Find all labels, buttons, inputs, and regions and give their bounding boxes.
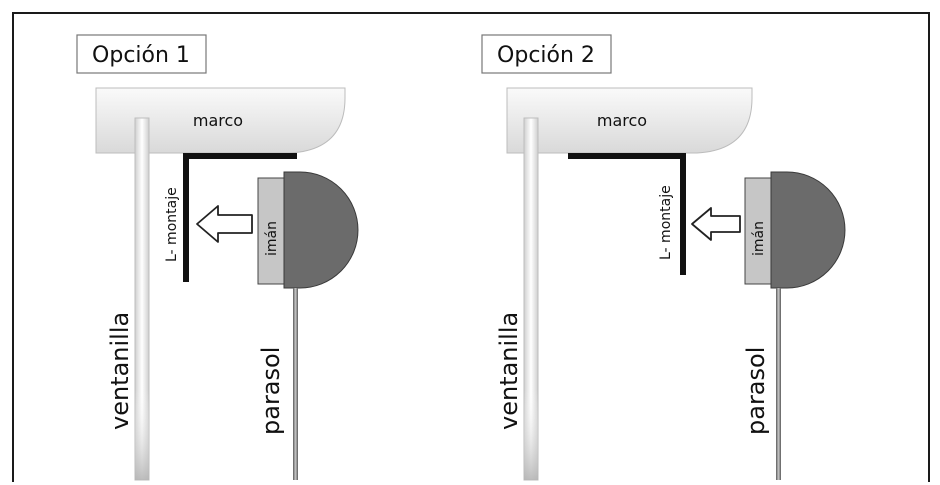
option-1-shade-cord <box>293 288 298 480</box>
option-1-panel: Opción 1 marco ventanilla L- montaje imá… <box>76 34 359 481</box>
option-2-shade-label: parasol <box>742 347 770 435</box>
option-1-window-label: ventanilla <box>106 312 134 430</box>
option-1-window-shade <box>135 118 149 480</box>
option-2-direction-arrow-icon <box>691 207 741 241</box>
option-1-title: Opción 1 <box>92 43 190 68</box>
option-1-shade-label: parasol <box>257 347 285 435</box>
option-2-frame <box>506 87 753 154</box>
option-1-magnet <box>257 177 285 285</box>
option-2-panel: Opción 2 marco ventanilla L- montaje imá… <box>481 34 846 481</box>
option-1-direction-arrow-icon <box>196 205 253 243</box>
option-2-frame-label: marco <box>597 111 647 130</box>
option-1-magnet-label: imán <box>264 221 280 256</box>
option-1-title-box <box>76 34 207 74</box>
option-1-frame <box>95 87 346 154</box>
option-2-title: Opción 2 <box>497 43 595 68</box>
option-2-window-shade <box>524 118 538 480</box>
option-1-bracket-label: L- montaje <box>164 187 180 262</box>
diagram-border <box>12 12 930 482</box>
option-2-title-box <box>481 34 612 74</box>
option-1-frame-label: marco <box>193 111 243 130</box>
option-2-bracket-label: L- montaje <box>658 185 674 260</box>
option-2-shade-cord <box>776 288 781 480</box>
option-2-shade-head <box>770 171 846 289</box>
option-1-shade-head <box>283 171 359 289</box>
option-2-window-label: ventanilla <box>495 312 523 430</box>
option-2-magnet-label: imán <box>751 221 767 256</box>
